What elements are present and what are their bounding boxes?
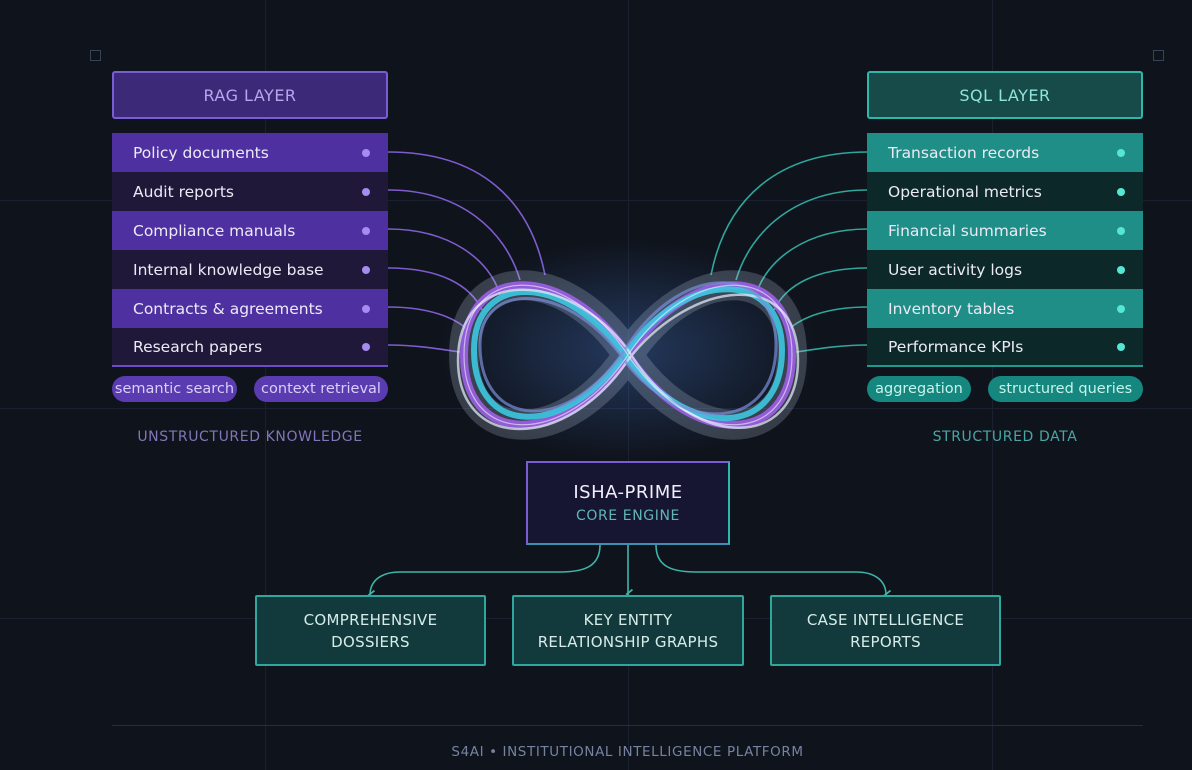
rag-source-list: Policy documents Audit reports Complianc… (112, 133, 388, 367)
tag-context-retrieval: context retrieval (254, 376, 388, 402)
tag-structured-queries: structured queries (988, 376, 1143, 402)
sql-item-user-activity-logs: User activity logs (867, 250, 1143, 289)
output-line: DOSSIERS (331, 632, 410, 651)
footer-divider (112, 725, 1143, 726)
rag-item-label: Compliance manuals (133, 221, 296, 240)
bullet-dot (362, 148, 370, 157)
output-line: RELATIONSHIP GRAPHS (537, 632, 719, 651)
output-line: CASE INTELLIGENCE (806, 610, 965, 629)
rag-item-internal-knowledge-base: Internal knowledge base (112, 250, 388, 289)
bullet-dot (1117, 187, 1125, 196)
sql-item-inventory-tables: Inventory tables (867, 289, 1143, 328)
rag-item-label: Research papers (133, 337, 263, 356)
tag-aggregation: aggregation (867, 376, 971, 402)
output-relationship-graphs: KEY ENTITY RELATIONSHIP GRAPHS (512, 595, 744, 666)
bullet-dot (362, 226, 370, 235)
rag-item-label: Audit reports (133, 182, 234, 201)
bullet-dot (362, 342, 370, 351)
output-line: REPORTS (850, 632, 921, 651)
output-line: COMPREHENSIVE (303, 610, 438, 629)
sql-caption: STRUCTURED DATA (932, 429, 1078, 445)
sql-item-label: Inventory tables (888, 299, 1015, 318)
rag-item-label: Internal knowledge base (133, 260, 324, 279)
rag-layer-title: RAG LAYER (112, 71, 388, 119)
bullet-dot (1117, 226, 1125, 235)
footer-text: S4AI • INSTITUTIONAL INTELLIGENCE PLATFO… (451, 744, 804, 760)
core-engine-box: ISHA-PRIME CORE ENGINE (526, 461, 730, 545)
infinity-loop-icon (438, 240, 818, 460)
rag-item-compliance-manuals: Compliance manuals (112, 211, 388, 250)
output-arrows (367, 544, 892, 601)
rag-item-label: Contracts & agreements (133, 299, 323, 318)
output-line: KEY ENTITY (583, 610, 673, 629)
grid-line (0, 200, 1192, 201)
sql-item-transaction-records: Transaction records (867, 133, 1143, 172)
sql-item-label: User activity logs (888, 260, 1023, 279)
rag-item-audit-reports: Audit reports (112, 172, 388, 211)
sql-item-financial-summaries: Financial summaries (867, 211, 1143, 250)
bullet-dot (362, 265, 370, 274)
sql-item-label: Transaction records (888, 143, 1040, 162)
rag-item-research-papers: Research papers (112, 328, 388, 365)
list-divider (112, 365, 388, 367)
core-engine-title: ISHA-PRIME (573, 482, 683, 503)
sql-item-operational-metrics: Operational metrics (867, 172, 1143, 211)
corner-marker (1153, 50, 1164, 61)
corner-marker (90, 50, 101, 61)
rag-item-label: Policy documents (133, 143, 269, 162)
bullet-dot (1117, 265, 1125, 274)
sql-layer-title: SQL LAYER (867, 71, 1143, 119)
core-engine-subtitle: CORE ENGINE (575, 508, 681, 524)
rag-item-policy-documents: Policy documents (112, 133, 388, 172)
bullet-dot (1117, 148, 1125, 157)
output-comprehensive-dossiers: COMPREHENSIVE DOSSIERS (255, 595, 486, 666)
bullet-dot (362, 187, 370, 196)
tag-semantic-search: semantic search (112, 376, 237, 402)
rag-item-contracts-agreements: Contracts & agreements (112, 289, 388, 328)
sql-item-label: Operational metrics (888, 182, 1042, 201)
bullet-dot (1117, 342, 1125, 351)
sql-item-label: Performance KPIs (888, 337, 1024, 356)
list-divider (867, 365, 1143, 367)
sql-source-list: Transaction records Operational metrics … (867, 133, 1143, 367)
bullet-dot (1117, 304, 1125, 313)
rag-caption: UNSTRUCTURED KNOWLEDGE (137, 429, 363, 445)
bullet-dot (362, 304, 370, 313)
sql-item-performance-kpis: Performance KPIs (867, 328, 1143, 365)
sql-item-label: Financial summaries (888, 221, 1047, 240)
output-case-intelligence-reports: CASE INTELLIGENCE REPORTS (770, 595, 1001, 666)
